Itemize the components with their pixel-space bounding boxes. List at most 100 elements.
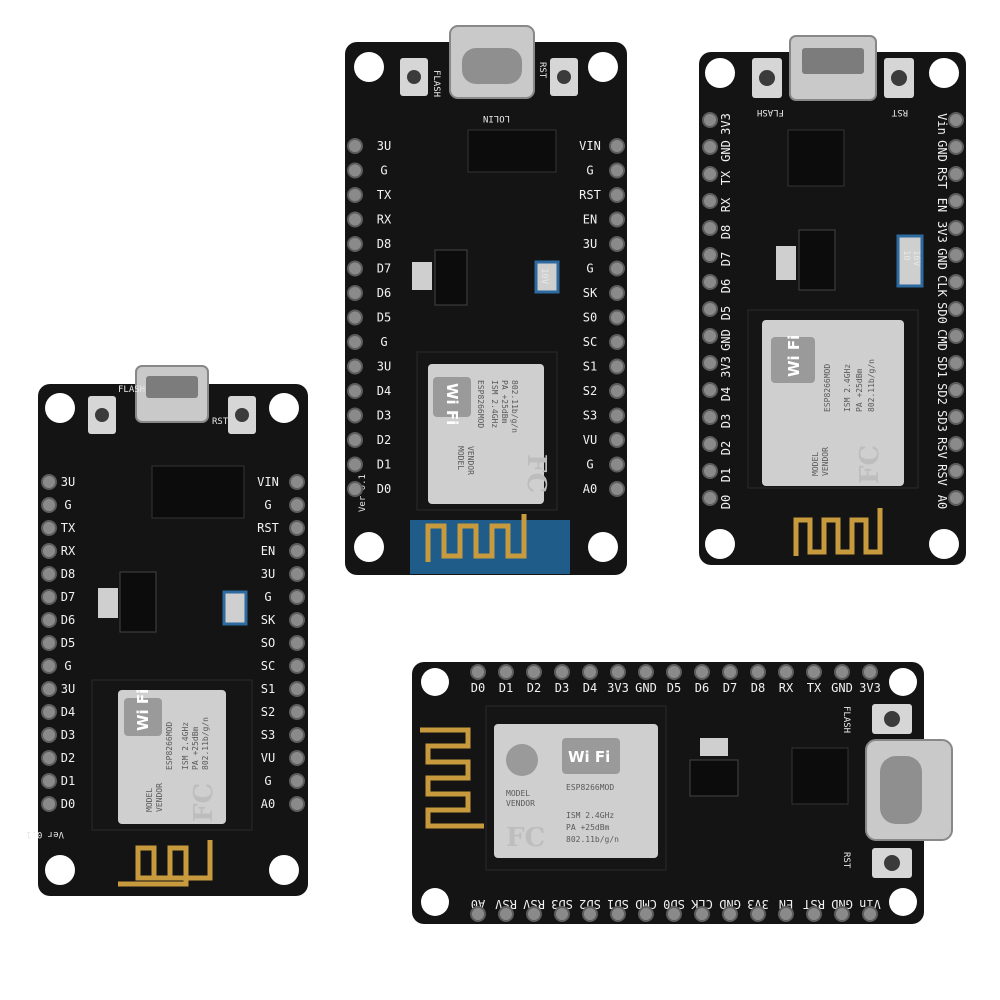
board-b-header-pin[interactable] (609, 285, 625, 301)
board-b-header-pin[interactable] (609, 138, 625, 154)
board-c-header-pin[interactable] (702, 409, 718, 425)
board-c-header-pin[interactable] (948, 382, 964, 398)
board-d-header-pin[interactable] (666, 664, 682, 680)
board-d-header-pin[interactable] (470, 906, 486, 922)
board-d-header-pin[interactable] (498, 664, 514, 680)
board-b-header-pin[interactable] (347, 162, 363, 179)
board-a-header-pin[interactable] (289, 612, 305, 628)
board-d-header-pin[interactable] (582, 906, 598, 922)
board-d-header-pin[interactable] (498, 906, 514, 922)
board-d-header-pin[interactable] (610, 906, 626, 922)
board-d-header-pin[interactable] (750, 664, 766, 680)
board-d-header-pin[interactable] (862, 906, 878, 922)
board-c-header-pin[interactable] (702, 166, 718, 182)
board-b-header-pin[interactable] (609, 383, 625, 399)
board-d-header-pin[interactable] (638, 906, 654, 922)
board-b-header-pin[interactable] (609, 236, 625, 252)
board-a-header-pin[interactable] (289, 474, 305, 490)
board-a-header-pin[interactable] (41, 727, 57, 743)
board-d-header-pin[interactable] (666, 906, 682, 922)
board-d-header-pin[interactable] (722, 906, 738, 922)
board-b-header-pin[interactable] (609, 407, 625, 424)
board-a-header-pin[interactable] (41, 658, 57, 674)
board-c-header-pin[interactable] (948, 274, 964, 290)
board-c-header-pin[interactable] (702, 193, 718, 209)
board-a-header-pin[interactable] (41, 566, 57, 582)
board-c-header-pin[interactable] (702, 382, 718, 398)
board-c-header-pin[interactable] (702, 328, 718, 344)
board-c-header-pin[interactable] (702, 436, 718, 452)
board-c-header-pin[interactable] (702, 220, 718, 236)
board-c-header-pin[interactable] (702, 247, 718, 263)
board-c-header-pin[interactable] (702, 139, 718, 155)
board-a-header-pin[interactable] (289, 704, 305, 720)
board-a-header-pin[interactable] (41, 543, 57, 559)
board-b-header-pin[interactable] (609, 358, 625, 375)
board-a-header-pin[interactable] (289, 773, 305, 789)
board-c-header-pin[interactable] (948, 166, 964, 182)
board-a-header-pin[interactable] (41, 497, 57, 513)
board-b-header-pin[interactable] (347, 187, 363, 203)
board-b-header-pin[interactable] (609, 211, 625, 228)
board-b-header-pin[interactable] (347, 309, 363, 326)
board-a-header-pin[interactable] (41, 750, 57, 766)
board-b-header-pin[interactable] (347, 432, 363, 448)
board-d-header-pin[interactable] (750, 906, 766, 922)
board-c-header-pin[interactable] (702, 301, 718, 317)
board-d-header-pin[interactable] (694, 664, 710, 680)
board-c-header-pin[interactable] (702, 274, 718, 290)
board-c-header-pin[interactable] (948, 301, 964, 317)
board-c-header-pin[interactable] (948, 193, 964, 209)
board-b-header-pin[interactable] (609, 187, 625, 203)
board-a-header-pin[interactable] (41, 635, 57, 651)
board-b-header-pin[interactable] (347, 211, 363, 228)
board-b-header-pin[interactable] (347, 236, 363, 252)
board-d-header-pin[interactable] (610, 664, 626, 680)
board-b-header-pin[interactable] (347, 260, 363, 277)
board-c-header-pin[interactable] (948, 490, 964, 506)
board-c-header-pin[interactable] (948, 139, 964, 155)
board-c-header-pin[interactable] (702, 463, 718, 479)
board-a-header-pin[interactable] (289, 543, 305, 559)
board-d-header-pin[interactable] (638, 664, 654, 680)
board-b-header-pin[interactable] (347, 481, 363, 497)
board-a-header-pin[interactable] (41, 520, 57, 536)
board-c-header-pin[interactable] (702, 112, 718, 128)
board-c-header-pin[interactable] (948, 247, 964, 263)
board-c-header-pin[interactable] (948, 355, 964, 371)
board-c-header-pin[interactable] (948, 328, 964, 344)
board-b-header-pin[interactable] (347, 383, 363, 399)
board-a-header-pin[interactable] (41, 796, 57, 812)
board-a-header-pin[interactable] (289, 635, 305, 651)
board-b-header-pin[interactable] (609, 260, 625, 277)
board-d-header-pin[interactable] (834, 664, 850, 680)
board-d-header-pin[interactable] (554, 664, 570, 680)
board-a-header-pin[interactable] (41, 773, 57, 789)
board-d-header-pin[interactable] (722, 664, 738, 680)
board-c-header-pin[interactable] (702, 355, 718, 371)
board-a-header-pin[interactable] (289, 497, 305, 513)
board-d-header-pin[interactable] (694, 906, 710, 922)
board-c-header-pin[interactable] (948, 220, 964, 236)
board-a-header-pin[interactable] (41, 704, 57, 720)
board-a-header-pin[interactable] (289, 727, 305, 743)
board-a-header-pin[interactable] (289, 566, 305, 582)
board-c-header-pin[interactable] (948, 463, 964, 479)
board-b-header-pin[interactable] (609, 309, 625, 326)
board-b-header-pin[interactable] (347, 407, 363, 424)
board-b-header-pin[interactable] (347, 285, 363, 301)
board-b-header-pin[interactable] (609, 456, 625, 473)
board-a-header-pin[interactable] (289, 520, 305, 536)
board-a-header-pin[interactable] (289, 589, 305, 605)
board-c-header-pin[interactable] (948, 436, 964, 452)
board-b-header-pin[interactable] (609, 334, 625, 350)
board-d-header-pin[interactable] (554, 906, 570, 922)
board-d-header-pin[interactable] (582, 664, 598, 680)
board-b-header-pin[interactable] (347, 456, 363, 473)
board-d-header-pin[interactable] (806, 906, 822, 922)
board-a-header-pin[interactable] (289, 796, 305, 812)
board-a-header-pin[interactable] (289, 681, 305, 697)
board-a-header-pin[interactable] (41, 474, 57, 490)
board-a-header-pin[interactable] (289, 750, 305, 766)
board-c-header-pin[interactable] (948, 409, 964, 425)
